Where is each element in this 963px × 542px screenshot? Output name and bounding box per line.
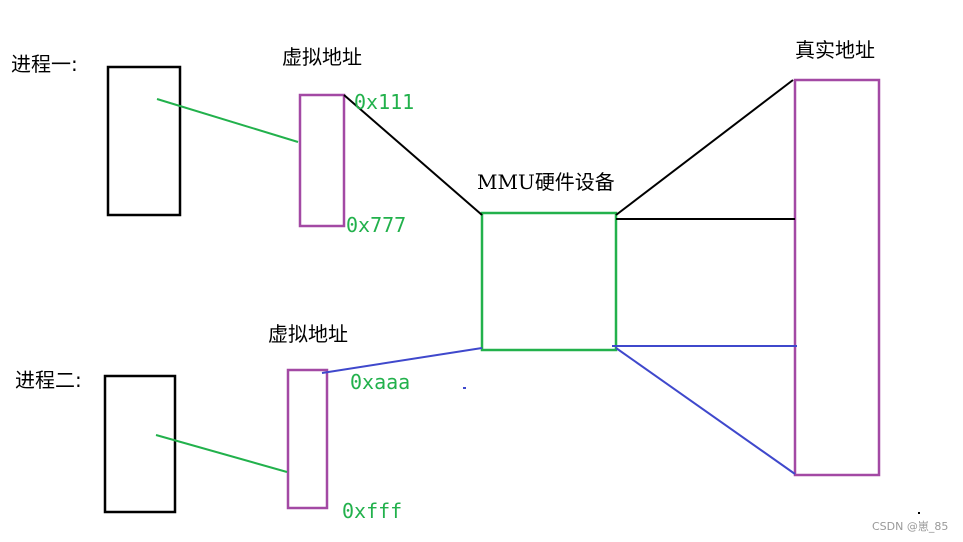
watermark: CSDN @崽_85	[872, 520, 949, 533]
virtual-addr-label-1: 虚拟地址	[282, 45, 362, 69]
virtual-addr-box-1	[298, 93, 346, 228]
process1-label: 进程一:	[11, 52, 78, 76]
mmu-box	[480, 211, 618, 352]
virtual-addr-box-2	[286, 368, 329, 510]
addr-0xfff-label: 0xfff	[342, 499, 403, 523]
process2-to-virtual-line	[155, 434, 288, 473]
virtual-addr-label-2: 虚拟地址	[268, 322, 348, 346]
stray-dot-black	[918, 512, 920, 514]
stray-dot-blue	[463, 387, 466, 389]
addr-0x777-label: 0x777	[346, 213, 407, 237]
process1-box	[106, 65, 182, 217]
addr-0xaaa-label: 0xaaa	[350, 370, 411, 394]
virtual2-to-mmu-line	[321, 347, 483, 374]
virtual1-to-mmu-line	[343, 94, 483, 216]
process2-label: 进程二:	[15, 368, 82, 392]
physical-addr-label: 真实地址	[795, 38, 875, 62]
process1-to-virtual-line	[156, 98, 299, 143]
mmu-label: MMU硬件设备	[477, 170, 615, 194]
physical-memory-box	[793, 78, 881, 477]
mmu-to-physical-blue-bottom-line	[615, 347, 796, 475]
process2-box	[103, 374, 177, 514]
mmu-to-physical-top-line	[615, 79, 794, 216]
addr-0x111-label: 0x111	[354, 90, 415, 114]
